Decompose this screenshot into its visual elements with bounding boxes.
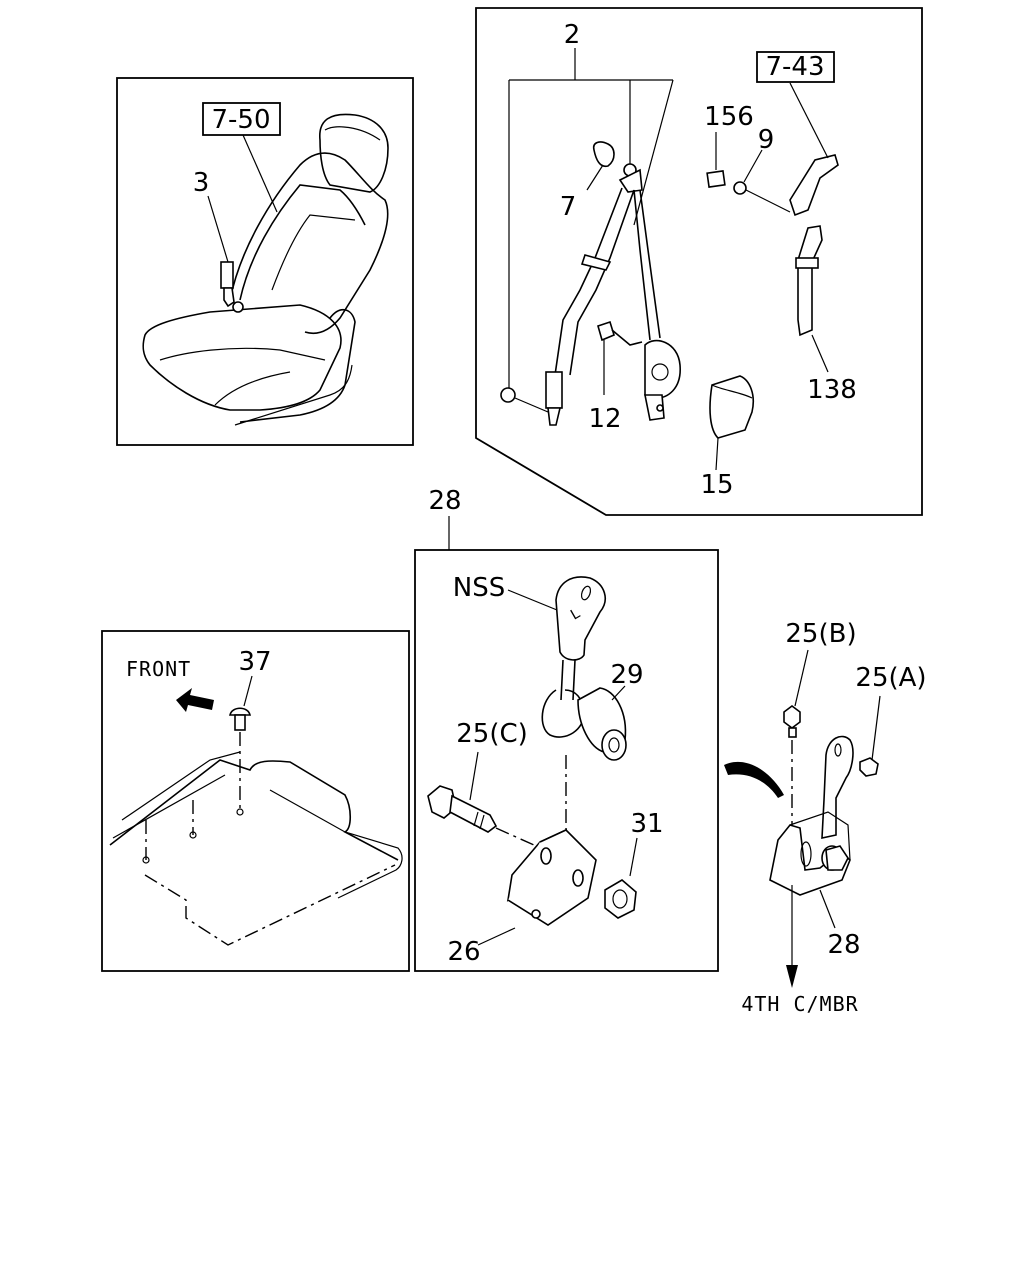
callout-anchor-assy-side: 28: [827, 930, 860, 960]
callout-item-156: 156: [704, 102, 754, 132]
crossmember-label: 4TH C/MBR: [741, 992, 858, 1016]
callout-cover-15: 15: [700, 470, 733, 500]
callout-seat-belt-assy: 2: [564, 20, 581, 50]
seat-belt-panel: 2 7 12 15 156: [475, 7, 923, 516]
down-arrow-icon: [786, 965, 798, 988]
front-arrow-icon: [176, 688, 214, 712]
installed-view: 25(B) 25(A) 28 4TH C/MBR: [741, 619, 926, 1016]
callout-bracket-26: 26: [447, 937, 480, 967]
callout-seat-belt-buckle: 3: [193, 168, 210, 198]
front-label: FRONT: [126, 657, 191, 681]
callout-screw-37: 37: [238, 647, 271, 677]
callout-guide: 7: [560, 192, 577, 222]
callout-bolt-25c: 25(C): [456, 719, 528, 749]
anchor-parts-panel: 28 L NSS 29 25(C) 26: [414, 486, 719, 972]
callout-bolt-25a: 25(A): [855, 663, 926, 693]
callout-plate-138: 138: [807, 375, 857, 405]
floor-panel: FRONT 37: [101, 630, 410, 972]
callout-bolt-25b: 25(B): [785, 619, 856, 649]
callout-bolt-12: 12: [588, 404, 621, 434]
callout-anchor-assy-top: 28: [428, 486, 461, 516]
callout-nut-31: 31: [630, 809, 663, 839]
callout-seat-ref: 7-50: [211, 105, 270, 135]
callout-spacer-29: 29: [610, 660, 643, 690]
callout-bracket-ref: 7-43: [765, 52, 824, 82]
rotate-arrow-icon: [724, 761, 784, 798]
seat-panel: 7-50 3: [116, 77, 414, 446]
callout-bolt-9: 9: [758, 125, 775, 155]
callout-nss: NSS: [453, 573, 505, 603]
